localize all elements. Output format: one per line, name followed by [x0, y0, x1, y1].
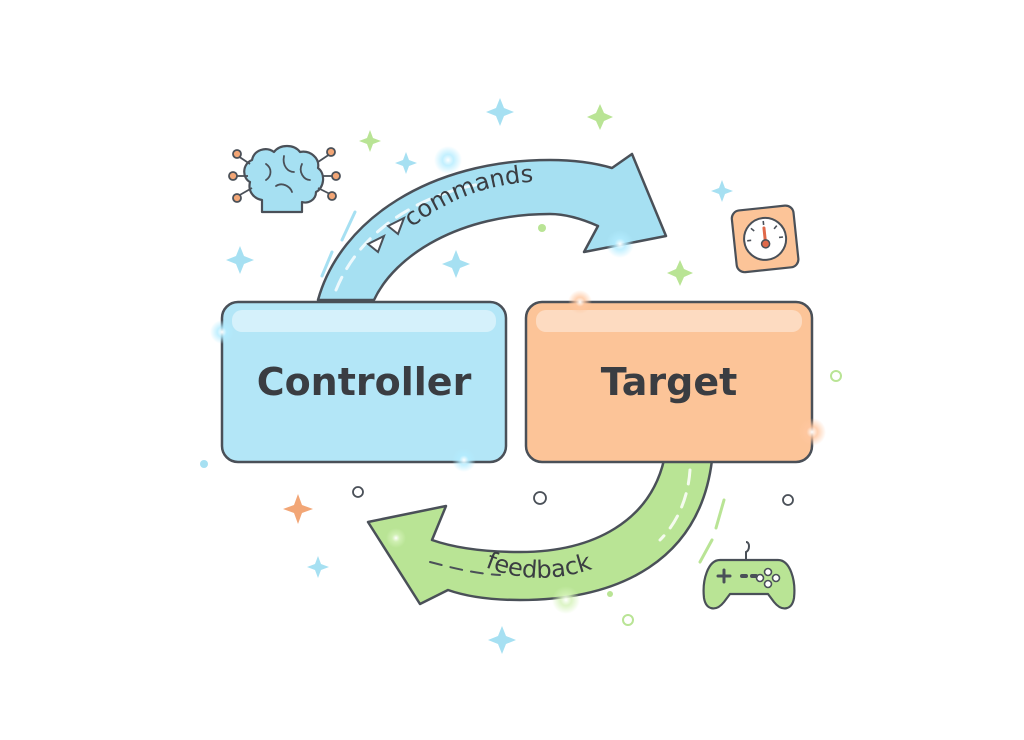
- commands-arrow-body: [316, 152, 668, 302]
- play-icon: [366, 233, 386, 254]
- commands-arrow: commands: [316, 152, 668, 302]
- controller-label: Controller: [257, 360, 472, 404]
- motion-stroke: [340, 210, 357, 242]
- motion-stroke: [714, 498, 726, 530]
- controller-highlight: [232, 310, 496, 332]
- feedback-arrow-dash: [429, 561, 501, 576]
- motion-stroke: [320, 250, 334, 278]
- sparkle-star-icon: [359, 104, 693, 286]
- glow-sparkle: [798, 418, 826, 446]
- glow-sparkle: [210, 320, 234, 344]
- controller-node: Controller: [220, 300, 508, 464]
- glow-sparkle: [386, 528, 406, 548]
- decorative-dot: [352, 486, 794, 506]
- glow-sparkle: [452, 448, 476, 472]
- brain-icon: [228, 144, 341, 214]
- gauge-icon: [730, 204, 800, 274]
- controller-box: [220, 300, 508, 464]
- motion-stroke: [698, 538, 714, 564]
- sparkle-star-icon: [283, 494, 313, 524]
- glow-sparkle: [606, 230, 634, 258]
- gamepad-icon: [702, 541, 796, 610]
- feedback-arrow: feedback: [366, 458, 726, 606]
- sparkle-star-icon: [226, 98, 733, 654]
- decorative-dot: [200, 224, 842, 626]
- target-highlight: [536, 310, 802, 332]
- target-node: Target: [524, 300, 814, 464]
- play-icon: [386, 215, 406, 236]
- target-label: Target: [601, 360, 738, 404]
- commands-arrow-dash: [334, 182, 482, 292]
- glow-sparkle: [552, 586, 580, 614]
- glow-sparkle: [434, 146, 462, 174]
- target-box: [524, 300, 814, 464]
- glow-sparkle: [568, 290, 592, 314]
- feedback-arrow-dash-light: [658, 468, 692, 542]
